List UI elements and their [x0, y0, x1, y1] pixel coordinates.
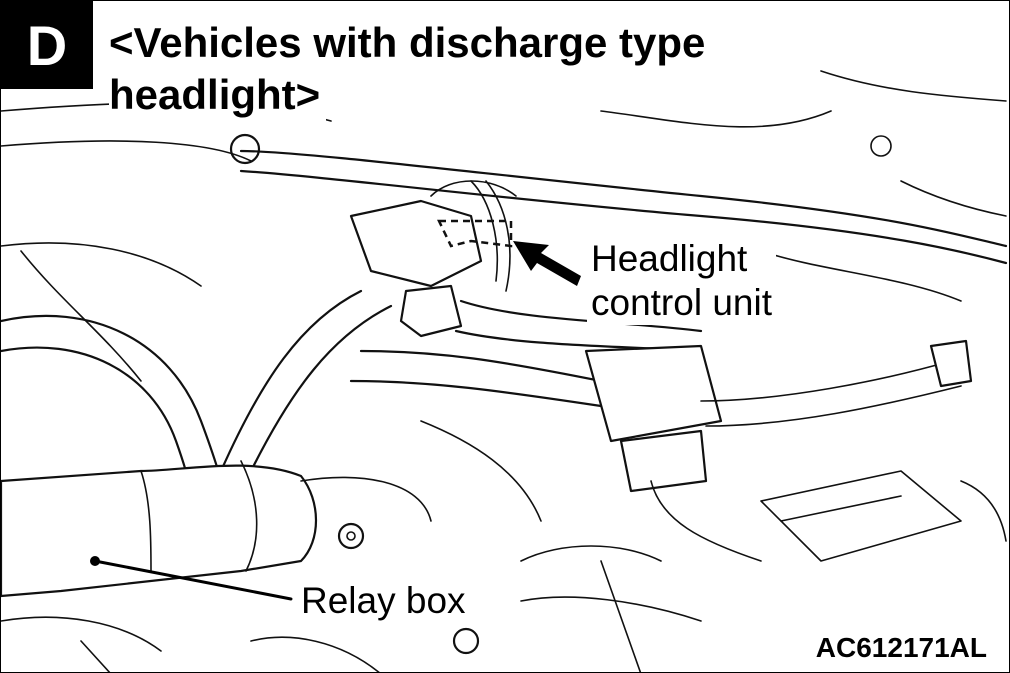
relay-box-leader-line: [93, 559, 293, 601]
diagram-title: <Vehicles with discharge type headlight>: [109, 17, 869, 121]
headlight-control-unit-label: Headlight control unit: [587, 237, 776, 325]
section-letter-badge: D: [1, 1, 93, 89]
title-line-2: headlight>: [109, 69, 327, 121]
headlight-label-line-1: Headlight: [591, 238, 748, 279]
title-line-1: <Vehicles with discharge type: [109, 17, 712, 69]
hidden-control-unit-outline: [437, 219, 513, 248]
relay-box-label: Relay box: [297, 579, 470, 623]
figure-code: AC612171AL: [811, 632, 991, 664]
headlight-label-line-2: control unit: [591, 282, 772, 323]
callout-arrow-icon: [513, 241, 581, 286]
